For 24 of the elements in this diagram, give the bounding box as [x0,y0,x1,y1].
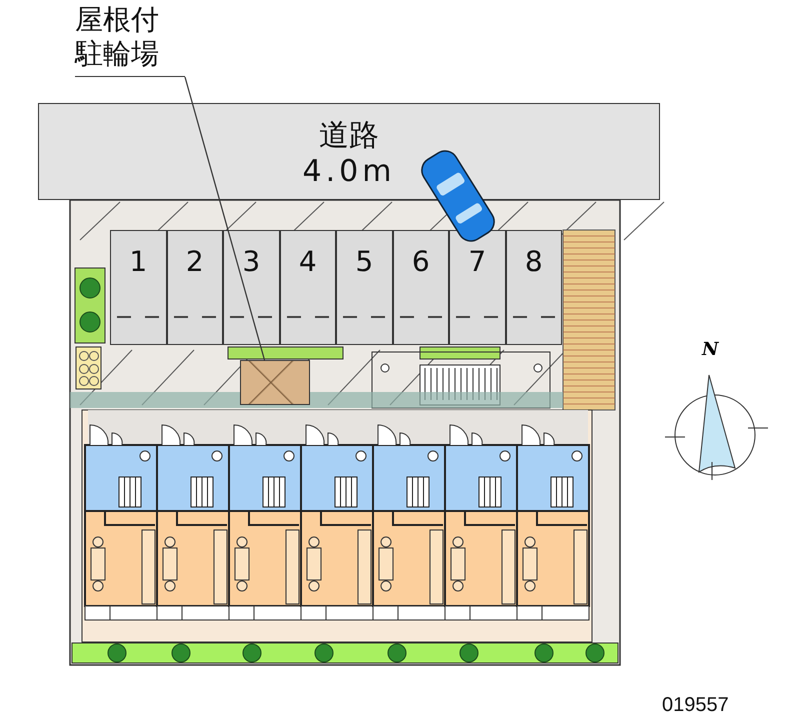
parking-space [449,230,506,345]
road-width-label: 4.0m [302,154,396,190]
leader-line [184,76,266,360]
space-number: 5 [354,245,374,279]
callout-label: 屋根付駐輪場 [75,3,159,71]
space-number: 8 [524,245,544,279]
road-band [38,103,660,200]
road-label: 道路 [318,118,380,154]
parking-space [223,230,280,345]
parking-space [280,230,336,345]
parking-space [506,230,562,345]
space-number: 1 [128,245,148,279]
parking-space [336,230,392,345]
space-number: 7 [467,245,488,279]
parking-space [166,230,223,345]
space-number: 4 [298,245,318,279]
space-number: 6 [410,245,431,279]
space-number: 3 [241,245,262,279]
north-label: N [702,339,718,360]
space-number: 2 [184,245,205,279]
bicycle-shed [240,360,310,405]
parking-space [110,230,166,345]
parking-space [392,230,449,345]
reference-number: 019557 [662,694,729,717]
